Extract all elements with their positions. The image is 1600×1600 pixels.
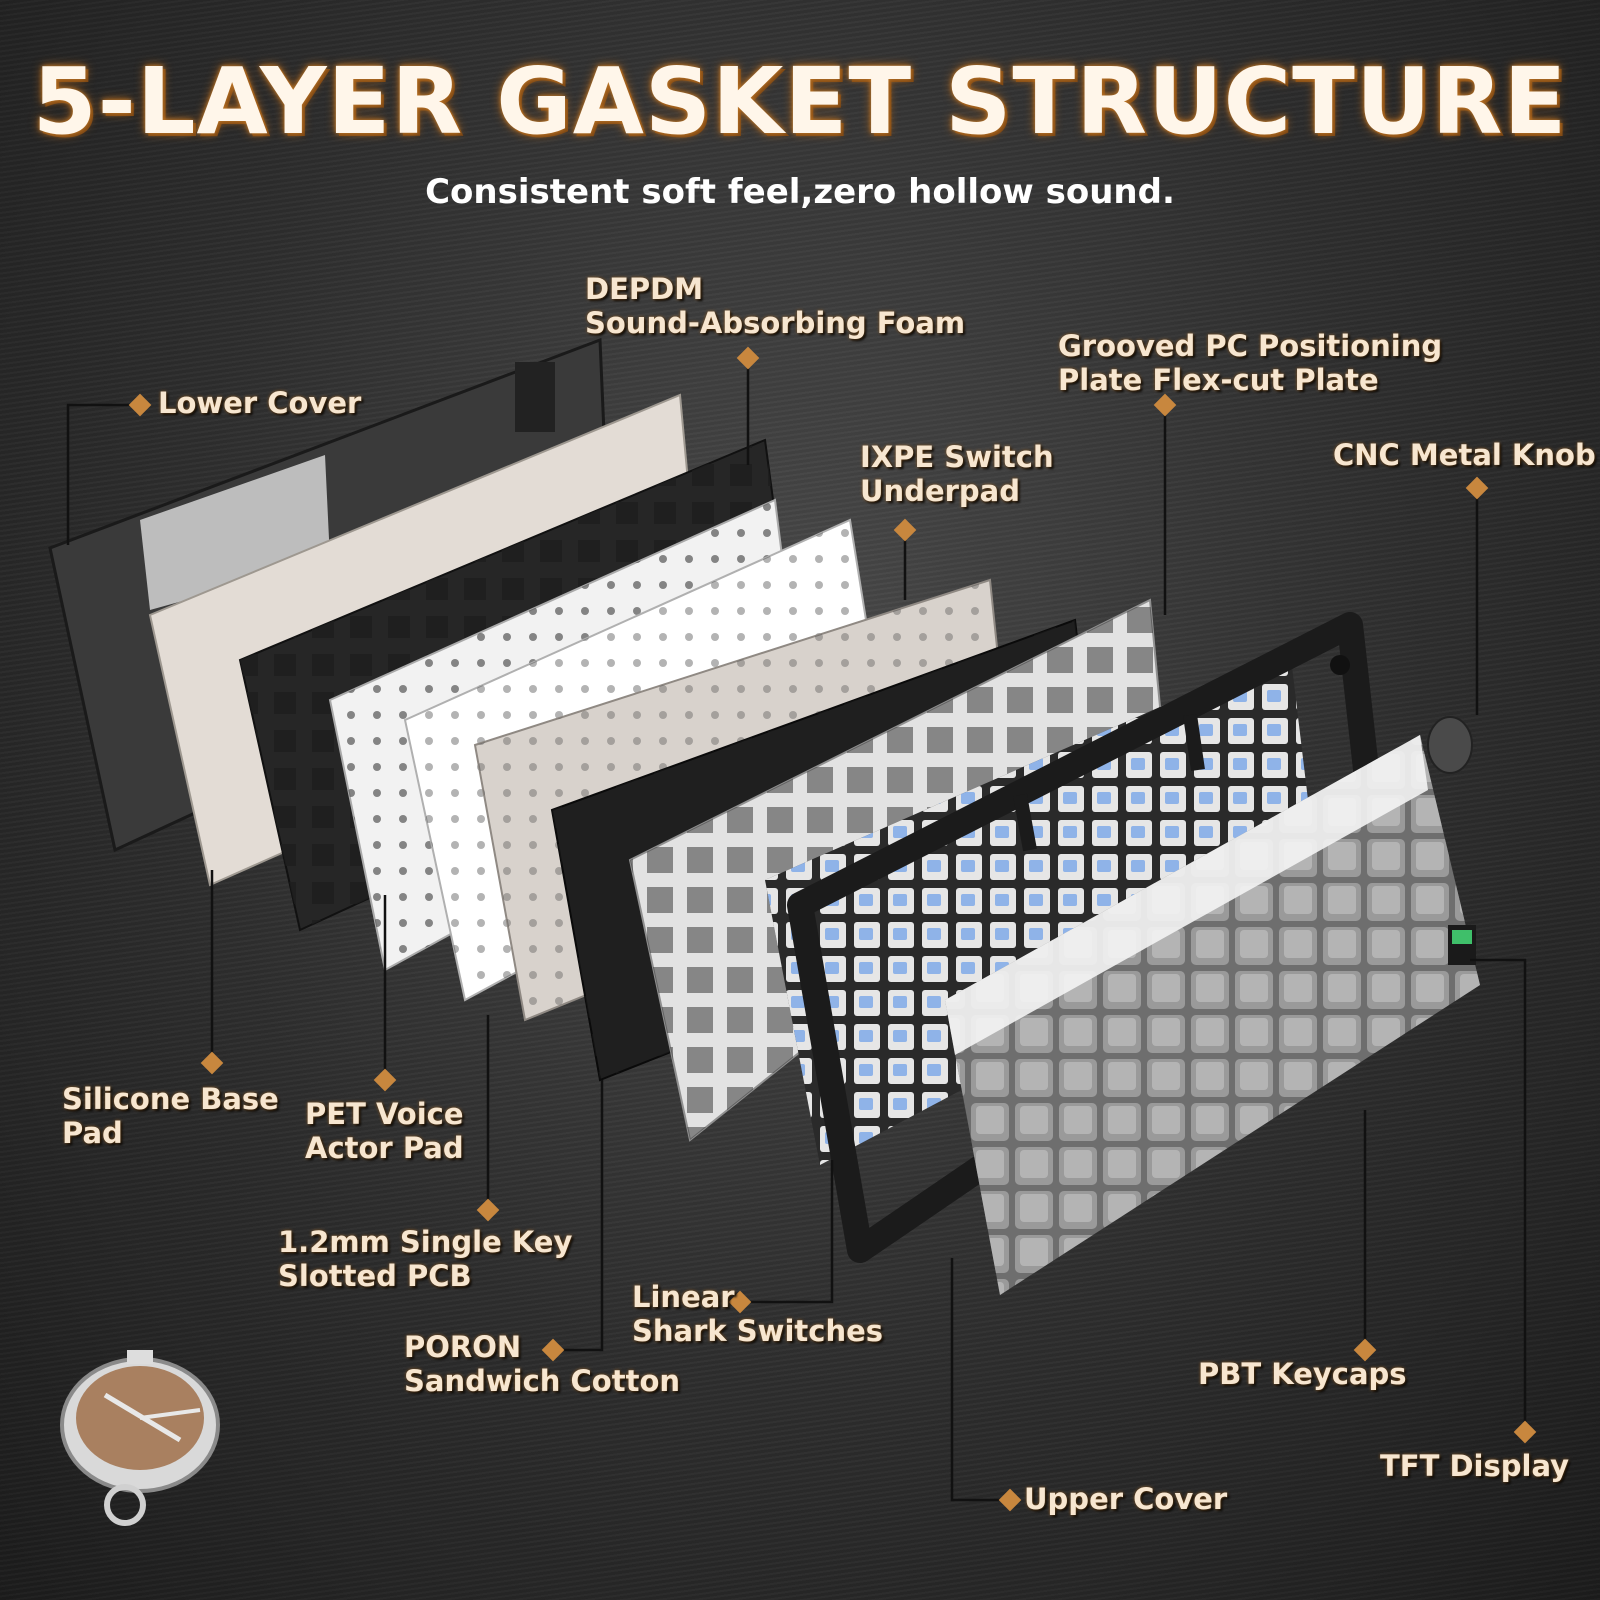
page-subtitle: Consistent soft feel,zero hollow sound. xyxy=(425,172,1175,212)
label-upper-cover: Upper Cover xyxy=(1024,1482,1228,1516)
label-tft-display: TFT Display xyxy=(1380,1449,1570,1483)
page-title: 5-LAYER GASKET STRUCTURE xyxy=(32,48,1568,155)
leader-lines xyxy=(66,358,1527,1502)
keycaps-layer xyxy=(945,735,1480,1295)
label-cnc-knob: CNC Metal Knob xyxy=(1333,438,1596,472)
switches-layer xyxy=(765,650,1320,1165)
label-grooved-plate: Grooved PC Positioning Plate Flex-cut Pl… xyxy=(1058,329,1443,397)
label-depdm-foam: DEPDM Sound-Absorbing Foam xyxy=(585,272,966,340)
label-ixpe-underpad: IXPE Switch Underpad xyxy=(860,440,1054,508)
label-pet-pad: PET Voice Actor Pad xyxy=(305,1097,464,1165)
label-poron-cotton: PORON Sandwich Cotton xyxy=(404,1330,681,1398)
knob-graphic xyxy=(1427,716,1473,774)
timer-gadget-graphic xyxy=(60,1350,220,1526)
label-silicone-pad: Silicone Base Pad xyxy=(62,1082,279,1150)
label-pcb: 1.2mm Single Key Slotted PCB xyxy=(278,1225,573,1293)
label-lower-cover: Lower Cover xyxy=(158,386,362,420)
label-pbt-keycaps: PBT Keycaps xyxy=(1198,1357,1407,1391)
label-linear-switches: Linear Shark Switches xyxy=(632,1280,884,1348)
